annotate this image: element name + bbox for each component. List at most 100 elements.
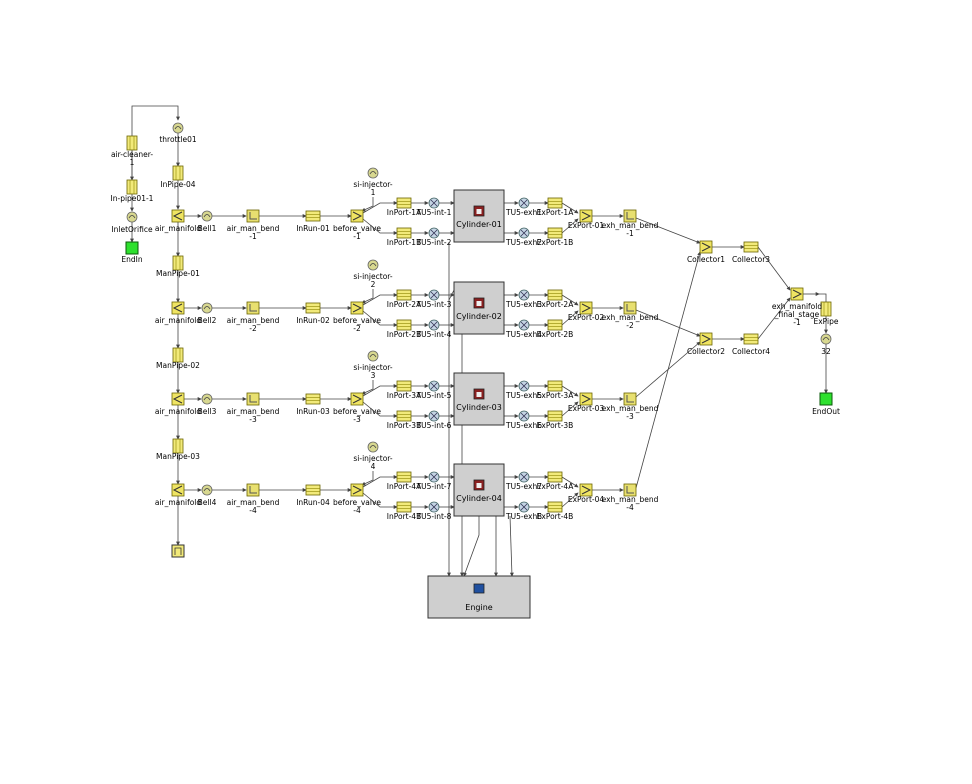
tu5-exh-2[interactable] <box>518 227 530 239</box>
before-valve-label-3: before_valve <box>333 407 381 416</box>
inport-label-4a: InPort-4A <box>387 482 422 491</box>
air-cleaner-1[interactable] <box>126 135 138 151</box>
export-1b[interactable] <box>547 227 563 239</box>
cylinder-1[interactable] <box>453 189 505 243</box>
tu5-int-6[interactable] <box>428 410 440 422</box>
cylinder-2[interactable] <box>453 281 505 335</box>
collector1[interactable] <box>699 240 713 254</box>
expipe[interactable] <box>820 301 832 317</box>
air-manifold-3[interactable] <box>171 392 185 406</box>
export-4a[interactable] <box>547 471 563 483</box>
si-injector-4[interactable] <box>367 441 379 453</box>
exh-man-bend-label-3: exh_man_bend <box>602 404 659 413</box>
bell-2[interactable] <box>201 302 213 314</box>
tu5-int-3[interactable] <box>428 289 440 301</box>
export-4b[interactable] <box>547 501 563 513</box>
before-valve-label-1: before_valve <box>333 224 381 233</box>
wire <box>362 201 398 214</box>
export-03[interactable] <box>579 392 593 406</box>
air-man-bend-1[interactable] <box>246 209 260 223</box>
before-valve-3[interactable] <box>350 392 364 406</box>
inrun-04[interactable] <box>305 484 321 496</box>
tu5-exh-8[interactable] <box>518 501 530 513</box>
exh-man-bend-suffix-2: -2 <box>626 321 634 330</box>
before-valve-2[interactable] <box>350 301 364 315</box>
air-manifold-2[interactable] <box>171 301 185 315</box>
exh-man-bend-3[interactable] <box>623 392 637 406</box>
tu5-int-label-2a: TU5-int-3 <box>416 300 452 309</box>
manpipe-02[interactable] <box>172 347 184 363</box>
inport-3a[interactable] <box>396 380 412 392</box>
bell-4[interactable] <box>201 484 213 496</box>
si-injector-3[interactable] <box>367 350 379 362</box>
tu5-exh-3[interactable] <box>518 289 530 301</box>
engine-block[interactable] <box>427 575 531 619</box>
inport-2b[interactable] <box>396 319 412 331</box>
air-man-bend-2[interactable] <box>246 301 260 315</box>
export-2b[interactable] <box>547 319 563 331</box>
bell-3[interactable] <box>201 393 213 405</box>
si-injector-2[interactable] <box>367 259 379 271</box>
before-valve-1[interactable] <box>350 209 364 223</box>
inport-4b[interactable] <box>396 501 412 513</box>
tu5-int-8[interactable] <box>428 501 440 513</box>
export-3a[interactable] <box>547 380 563 392</box>
collector4[interactable] <box>743 333 759 345</box>
export-3b[interactable] <box>547 410 563 422</box>
bell-1[interactable] <box>201 210 213 222</box>
inrun-03[interactable] <box>305 393 321 405</box>
tu5-int-4[interactable] <box>428 319 440 331</box>
air-manifold-1[interactable] <box>171 209 185 223</box>
orifice-32[interactable] <box>820 333 832 345</box>
inrun-label-4: InRun-04 <box>296 498 330 507</box>
manpipe-01[interactable] <box>172 255 184 271</box>
in-pipe01-1[interactable] <box>126 179 138 195</box>
export-02[interactable] <box>579 301 593 315</box>
inlet-orifice[interactable] <box>126 211 138 223</box>
inport-4a[interactable] <box>396 471 412 483</box>
tu5-exh-6[interactable] <box>518 410 530 422</box>
export-2a[interactable] <box>547 289 563 301</box>
end-in[interactable] <box>125 241 139 255</box>
exh-man-bend-4[interactable] <box>623 483 637 497</box>
wire <box>463 516 480 577</box>
tu5-exh-4[interactable] <box>518 319 530 331</box>
wire <box>635 217 701 244</box>
export-01[interactable] <box>579 209 593 223</box>
tu5-exh-1[interactable] <box>518 197 530 209</box>
cylinder-3[interactable] <box>453 372 505 426</box>
exh-man-bend-2[interactable] <box>623 301 637 315</box>
manifold-end-cap[interactable] <box>171 544 185 558</box>
inpipe-04[interactable] <box>172 165 184 181</box>
in-pipe01-label: In-pipe01-1 <box>111 194 154 203</box>
tu5-exh-7[interactable] <box>518 471 530 483</box>
tu5-int-1[interactable] <box>428 197 440 209</box>
air-man-bend-3[interactable] <box>246 392 260 406</box>
tu5-int-7[interactable] <box>428 471 440 483</box>
collector2[interactable] <box>699 332 713 346</box>
inport-3b[interactable] <box>396 410 412 422</box>
manpipe-03[interactable] <box>172 438 184 454</box>
tu5-int-2[interactable] <box>428 227 440 239</box>
inport-2a[interactable] <box>396 289 412 301</box>
export-1a[interactable] <box>547 197 563 209</box>
inport-1a[interactable] <box>396 197 412 209</box>
exh-manifold-final-stage[interactable] <box>790 287 804 301</box>
export-04[interactable] <box>579 483 593 497</box>
inport-label-2b: InPort-2B <box>387 330 421 339</box>
inrun-01[interactable] <box>305 210 321 222</box>
throttle01[interactable] <box>172 122 184 134</box>
inport-1b[interactable] <box>396 227 412 239</box>
before-valve-4[interactable] <box>350 483 364 497</box>
collector3[interactable] <box>743 241 759 253</box>
si-injector-1[interactable] <box>367 167 379 179</box>
end-out[interactable] <box>819 392 833 406</box>
tu5-int-5[interactable] <box>428 380 440 392</box>
inlet-orifice-label: InletOrifice <box>111 225 153 234</box>
tu5-exh-5[interactable] <box>518 380 530 392</box>
inrun-02[interactable] <box>305 302 321 314</box>
air-man-bend-4[interactable] <box>246 483 260 497</box>
air-manifold-4[interactable] <box>171 483 185 497</box>
exh-man-bend-1[interactable] <box>623 209 637 223</box>
cylinder-4[interactable] <box>453 463 505 517</box>
